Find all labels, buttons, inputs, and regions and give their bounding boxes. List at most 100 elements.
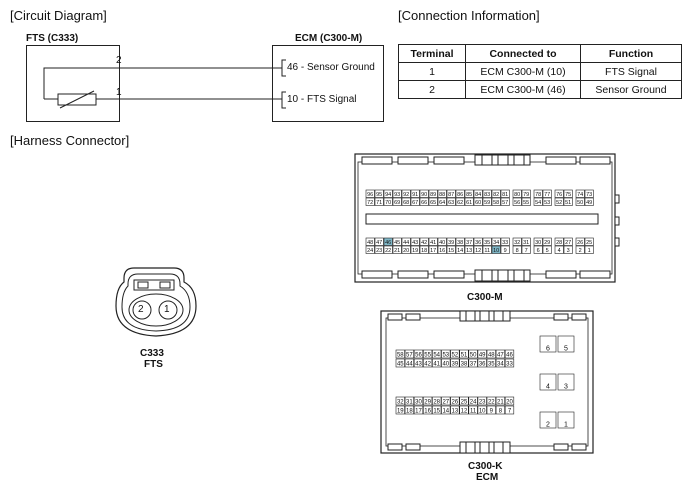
connector-pin: 50 xyxy=(575,197,585,206)
connector-pin: 32 xyxy=(395,396,405,406)
pin-number: 10 xyxy=(479,409,486,415)
connector-pin: 34 xyxy=(491,237,501,246)
pin-number: 56 xyxy=(514,200,520,206)
connector-pin: 16 xyxy=(422,405,433,415)
pin-number: 51 xyxy=(565,200,571,206)
pin-number: 5 xyxy=(564,346,568,353)
c300k-ecm-label: ECM xyxy=(476,472,499,483)
connector-pin: 14 xyxy=(455,245,465,254)
connector-pin: 15 xyxy=(432,405,442,415)
pin-number: 93 xyxy=(394,192,400,198)
pin-number: 26 xyxy=(452,400,459,406)
pin-number: 86 xyxy=(457,192,463,198)
pin-number: 21 xyxy=(497,400,504,406)
connector-pin: 30 xyxy=(413,396,424,406)
pin-number: 38 xyxy=(457,240,463,246)
pin-number: 47 xyxy=(376,240,382,246)
connector-pin: 18 xyxy=(419,245,429,254)
ecm-component-label: ECM (C300-M) xyxy=(295,33,363,44)
connector-pin: 60 xyxy=(473,197,483,206)
connector-pin: 46 xyxy=(383,237,393,246)
pin-number: 40 xyxy=(442,362,449,368)
ecm-component-box xyxy=(272,45,384,122)
pin-number: 58 xyxy=(397,353,404,359)
connector-pin: 58 xyxy=(491,197,501,206)
connector-pin: 86 xyxy=(455,189,465,198)
cell-terminal: 1 xyxy=(398,62,466,81)
pin-number: 53 xyxy=(442,353,449,359)
pin-number: 19 xyxy=(412,248,418,254)
pin-number: 7 xyxy=(525,248,528,254)
pin-number: 69 xyxy=(394,200,400,206)
pin-number: 68 xyxy=(403,200,409,206)
connector-pin: 36 xyxy=(477,358,487,368)
connector-pin: 7 xyxy=(521,245,531,254)
pin-number: 25 xyxy=(586,240,592,246)
pin-number: 10 xyxy=(493,248,499,254)
connector-pin: 12 xyxy=(473,245,483,254)
pin-number: 35 xyxy=(488,362,495,368)
pin-number: 29 xyxy=(544,240,550,246)
pin-number: 49 xyxy=(586,200,592,206)
pin-number: 45 xyxy=(394,240,400,246)
connector-pin: 70 xyxy=(383,197,393,206)
table-row: 2 ECM C300-M (46) Sensor Ground xyxy=(398,80,682,99)
pin-number: 34 xyxy=(493,240,499,246)
connector-pin: 74 xyxy=(575,189,585,198)
fts-pin-1-label: 1 xyxy=(116,87,122,98)
pin-number: 8 xyxy=(499,409,503,415)
connector-pin: 53 xyxy=(542,197,552,206)
table-header-row: Terminal Connected to Function xyxy=(398,44,682,63)
pin-number: 46 xyxy=(385,240,391,246)
connector-pin: 58 xyxy=(395,349,405,359)
connector-pin: 6 xyxy=(539,335,557,353)
pin-number: 19 xyxy=(397,409,404,415)
pin-number: 31 xyxy=(406,400,413,406)
pin-number: 24 xyxy=(367,248,373,254)
pin-number: 76 xyxy=(556,192,562,198)
connector-pin: 45 xyxy=(392,237,402,246)
pin-number: 38 xyxy=(461,362,468,368)
connector-pin: 10 xyxy=(491,245,501,254)
pin-number: 64 xyxy=(439,200,445,206)
connector-pin: 56 xyxy=(512,197,522,206)
connector-pin: 4 xyxy=(539,373,557,391)
connector-pin: 76 xyxy=(554,189,564,198)
pin-number: 13 xyxy=(466,248,472,254)
connector-pin: 29 xyxy=(422,396,433,406)
ecm-pin-46-label: 46 - Sensor Ground xyxy=(287,62,375,73)
connector-pin: 44 xyxy=(404,358,415,368)
fts-component-label: FTS (C333) xyxy=(26,33,79,44)
pin-number: 28 xyxy=(556,240,562,246)
pin-number: 62 xyxy=(457,200,463,206)
connector-pin: 13 xyxy=(464,245,474,254)
pin-number: 9 xyxy=(504,248,507,254)
pin-number: 11 xyxy=(484,248,490,254)
connector-pin: 40 xyxy=(437,237,447,246)
connector-pin: 33 xyxy=(500,237,510,246)
header-function: Function xyxy=(580,44,682,63)
connector-pin: 22 xyxy=(486,396,496,406)
pin-number: 44 xyxy=(406,362,413,368)
pin-number: 59 xyxy=(484,200,490,206)
connector-pin: 19 xyxy=(395,405,405,415)
pin-number: 63 xyxy=(448,200,454,206)
connector-pin: 48 xyxy=(365,237,375,246)
pin-number: 4 xyxy=(558,248,561,254)
connector-pin: 40 xyxy=(441,358,451,368)
pin-number: 40 xyxy=(439,240,445,246)
connector-pin: 43 xyxy=(410,237,420,246)
connector-pin: 26 xyxy=(450,396,460,406)
pin-number: 74 xyxy=(577,192,583,198)
pin-number: 50 xyxy=(470,353,477,359)
connector-pin: 51 xyxy=(563,197,573,206)
pin-number: 78 xyxy=(535,192,541,198)
connector-pin: 3 xyxy=(563,245,573,254)
connector-pin: 89 xyxy=(428,189,438,198)
pin-number: 94 xyxy=(385,192,391,198)
pin-number: 80 xyxy=(514,192,520,198)
pin-number: 29 xyxy=(424,400,431,406)
connector-pin: 95 xyxy=(374,189,384,198)
pin-number: 61 xyxy=(466,200,472,206)
